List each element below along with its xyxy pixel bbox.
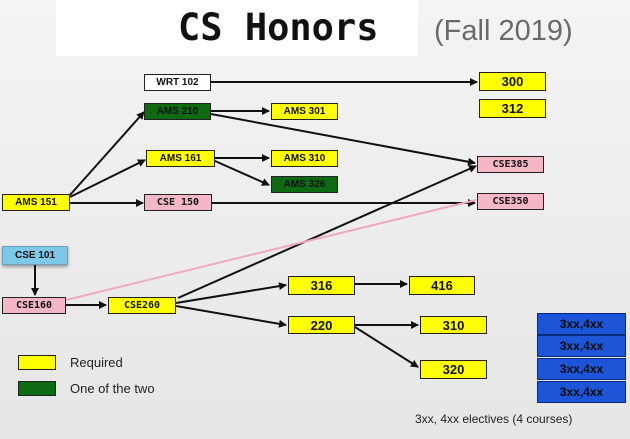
course-310: 310 (420, 316, 487, 334)
course-cse101: CSE 101 (2, 246, 68, 265)
course-cse385: CSE385 (477, 156, 544, 173)
course-ams301: AMS 301 (271, 103, 338, 120)
course-ams210: AMS 210 (144, 103, 211, 120)
course-316: 316 (288, 276, 355, 295)
course-300: 300 (479, 72, 546, 91)
legend-required-swatch (18, 355, 56, 370)
legend-one-of-two-swatch (18, 381, 56, 396)
course-ams310: AMS 310 (271, 150, 338, 167)
elective-box: 3xx,4xx (537, 358, 626, 380)
course-cse160: CSE160 (2, 297, 66, 314)
course-ams326: AMS 326 (271, 176, 338, 193)
electives-note: 3xx, 4xx electives (4 courses) (415, 412, 573, 426)
course-320: 320 (420, 360, 487, 379)
title-background (56, 0, 418, 56)
course-cse260: CSE260 (108, 297, 176, 314)
legend-one-of-two-label: One of the two (70, 381, 155, 396)
arrow-cse260-220 (175, 305, 287, 328)
page-title: CS Honors (178, 6, 379, 49)
page-subtitle: (Fall 2019) (434, 15, 573, 47)
elective-box: 3xx,4xx (537, 381, 626, 403)
course-wrt102: WRT 102 (144, 74, 211, 91)
arrow-cse260-cse385 (177, 165, 477, 299)
course-cse350: CSE350 (477, 193, 544, 210)
arrow-ams151-ams161 (69, 159, 146, 198)
arrow-220-320 (354, 326, 419, 368)
course-220: 220 (288, 316, 355, 334)
course-416: 416 (409, 276, 475, 295)
link-cse160-cse350 (65, 199, 477, 301)
arrow-ams210-cse385 (210, 113, 476, 166)
course-312: 312 (479, 99, 546, 118)
course-cse150: CSE 150 (144, 194, 212, 211)
legend-required-label: Required (70, 355, 123, 370)
elective-box: 3xx,4xx (537, 313, 626, 335)
arrow-ams151-ams210 (69, 111, 145, 196)
elective-box: 3xx,4xx (537, 335, 626, 357)
course-ams161: AMS 161 (146, 150, 215, 167)
course-ams151: AMS 151 (2, 194, 70, 211)
arrow-cse260-316 (175, 282, 287, 304)
arrow-ams161-ams326 (214, 160, 270, 186)
